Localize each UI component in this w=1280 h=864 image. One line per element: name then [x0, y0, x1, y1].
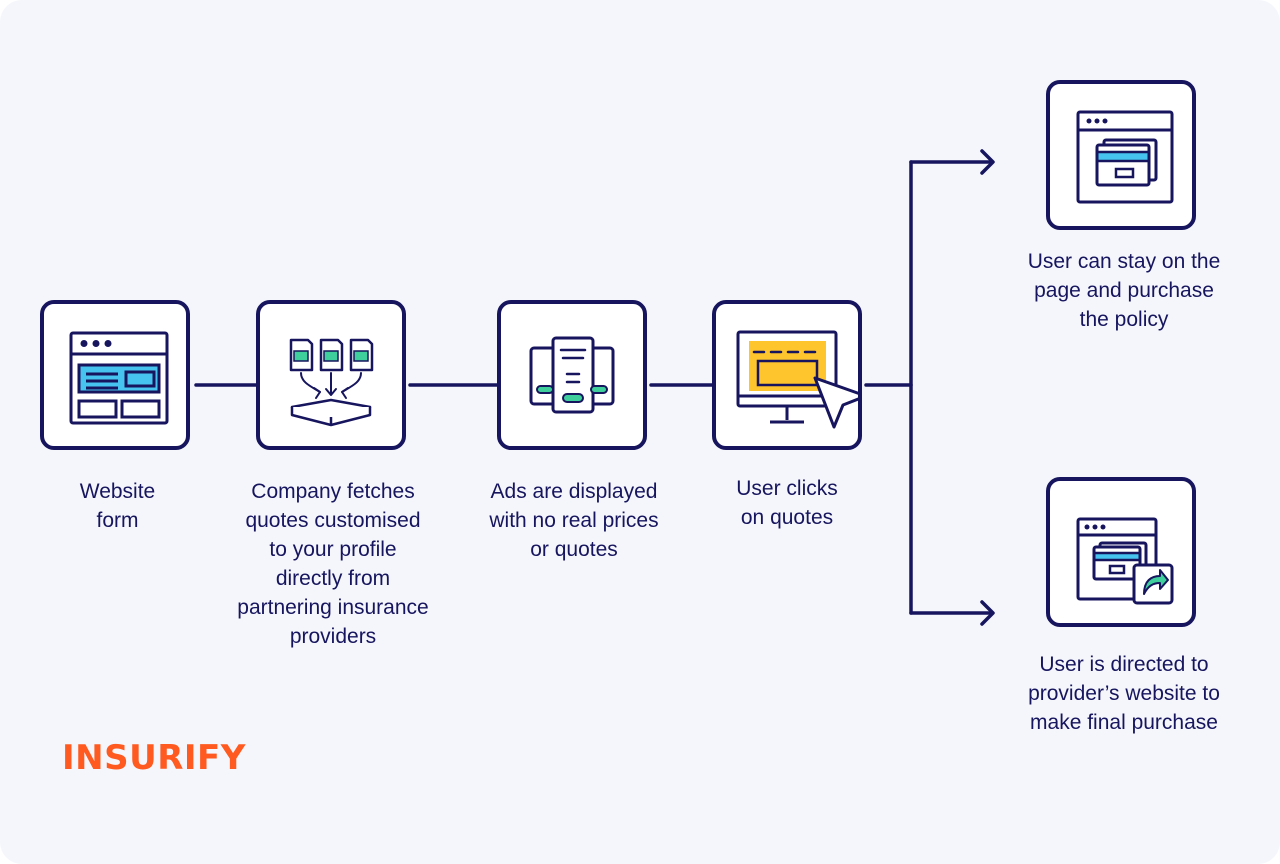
- step-company-fetches-box: [256, 300, 406, 450]
- outcome-stay-on-page-caption: User can stay on the page and purchase t…: [1027, 250, 1221, 331]
- step-user-clicks-box: [712, 300, 862, 450]
- step-ads-displayed-box: [497, 300, 647, 450]
- documents-to-box-icon: [289, 338, 374, 427]
- browser-redirect-icon: [1076, 517, 1174, 605]
- step-user-clicks-caption: User clicks on quotes: [736, 477, 838, 529]
- step-website-form-box: [40, 300, 190, 450]
- step-company-fetches-caption: Company fetches quotes customised to you…: [237, 480, 429, 648]
- monitor-cursor-icon: [736, 330, 858, 429]
- outcome-directed-to-provider-caption: User is directed to provider’s website t…: [1028, 653, 1220, 734]
- ad-cards-icon: [529, 336, 615, 414]
- browser-cards-icon: [1076, 110, 1174, 204]
- upper-arrowhead: [980, 149, 995, 175]
- browser-form-icon: [69, 331, 169, 425]
- step-ads-displayed-caption: Ads are displayed with no real prices or…: [489, 480, 659, 561]
- outcome-stay-on-page-box: [1046, 80, 1196, 230]
- outcome-directed-to-provider-box: [1046, 477, 1196, 627]
- insurify-logo: INSURIFY: [62, 738, 246, 778]
- step-website-form-caption: Website form: [79, 480, 156, 532]
- lower-arrowhead: [980, 600, 995, 626]
